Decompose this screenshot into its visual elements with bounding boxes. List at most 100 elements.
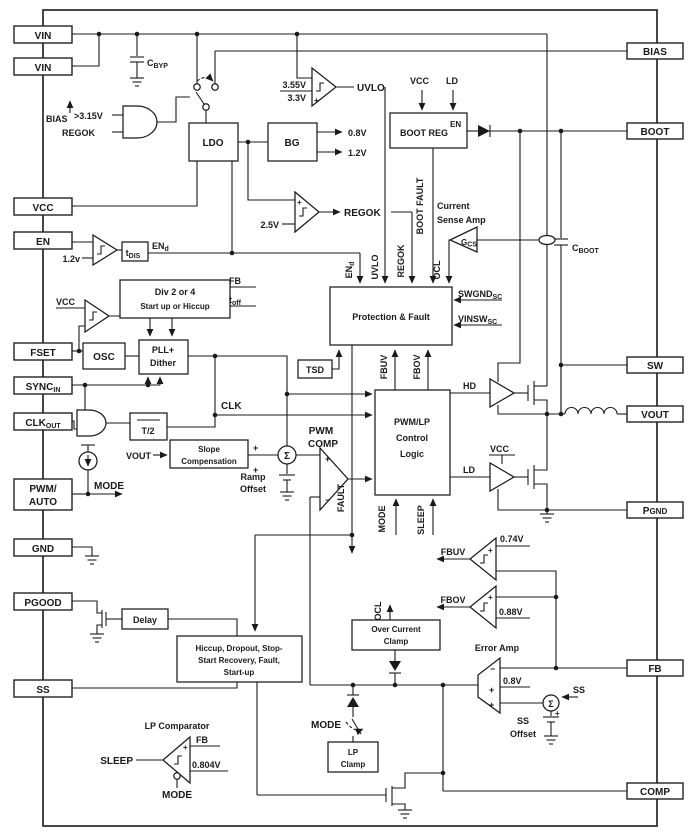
tsd-block: TSD	[297, 359, 333, 379]
svg-text:BIAS: BIAS	[643, 47, 667, 58]
svg-text:COMP: COMP	[640, 787, 670, 798]
svg-text:LDO: LDO	[202, 138, 223, 149]
svg-text:3.55V: 3.55V	[282, 80, 306, 90]
en-comparator	[92, 233, 119, 267]
svg-text:+: +	[488, 546, 493, 555]
wire-nets	[56, 33, 627, 810]
svg-text:+: +	[489, 700, 494, 710]
mode-switch	[345, 721, 364, 736]
pin-vin-1: VIN	[13, 25, 73, 44]
boot-reg-block: BOOT REG EN	[389, 112, 468, 149]
svg-text:>3.15V: >3.15V	[74, 111, 103, 121]
svg-text:Compensation: Compensation	[181, 457, 237, 466]
mode-current-source	[78, 451, 98, 471]
svg-text:VCC: VCC	[410, 76, 430, 86]
svg-text:REGOK: REGOK	[62, 128, 96, 138]
svg-text:tDIS: tDIS	[126, 248, 141, 260]
error-amp: − + +	[477, 656, 501, 715]
svg-text:BOOT FAULT: BOOT FAULT	[415, 177, 425, 234]
svg-text:Hiccup, Dropout, Stop-: Hiccup, Dropout, Stop-	[195, 644, 282, 653]
cbyp-label: CBYP	[147, 58, 168, 70]
svg-text:FB: FB	[229, 276, 241, 286]
osc-block: OSC	[82, 342, 126, 370]
and-gate-bias	[122, 105, 158, 139]
svg-text:Logic: Logic	[400, 449, 424, 459]
svg-text:PWM/: PWM/	[29, 484, 56, 495]
svg-text:UVLO: UVLO	[370, 254, 380, 279]
current-sense-amp	[448, 226, 556, 253]
svg-text:MODE: MODE	[94, 481, 124, 492]
pin-fb: FB	[626, 659, 684, 677]
svg-text:0.804V: 0.804V	[192, 760, 221, 770]
pin-comp: COMP	[626, 782, 684, 800]
t2-block: T/2	[129, 412, 168, 441]
svg-text:OSC: OSC	[93, 352, 115, 363]
svg-text:SS: SS	[36, 685, 50, 696]
en-d-label: ENd	[152, 241, 169, 253]
svg-text:GND: GND	[32, 544, 54, 555]
prot-en-d-label: ENd	[344, 262, 356, 279]
svg-text:Clamp: Clamp	[341, 760, 366, 769]
regok-comparator: +	[294, 190, 320, 234]
ground-symbols	[85, 77, 558, 819]
svg-text:TSD: TSD	[306, 365, 325, 375]
svg-text:T/2: T/2	[141, 426, 154, 436]
svg-text:3.3V: 3.3V	[287, 93, 306, 103]
input-select-switch	[193, 73, 219, 111]
svg-text:CLK: CLK	[221, 401, 242, 412]
svg-text:PWM: PWM	[309, 426, 333, 437]
svg-text:VCC: VCC	[32, 203, 53, 214]
svg-text:HD: HD	[463, 381, 476, 391]
fbuv-comparator: +	[469, 536, 497, 582]
fbov-comparator: +	[469, 584, 497, 630]
ld-gate-driver	[489, 461, 516, 493]
svg-text:Error Amp: Error Amp	[475, 643, 520, 653]
svg-text:+: +	[297, 198, 302, 207]
svg-text:0.8V: 0.8V	[348, 128, 367, 138]
pin-fset: FSET	[13, 342, 73, 361]
svg-text:VOUT: VOUT	[641, 410, 669, 421]
hiccup-block: Hiccup, Dropout, Stop- Start Recovery, F…	[176, 635, 303, 683]
svg-text:1.2V: 1.2V	[348, 148, 367, 158]
svg-text:2.5V: 2.5V	[260, 220, 279, 230]
occ-diode	[389, 661, 401, 671]
pin-boot: BOOT	[626, 122, 684, 140]
svg-text:+: +	[488, 593, 493, 602]
svg-text:SS: SS	[517, 716, 529, 726]
svg-text:SLEEP: SLEEP	[416, 505, 426, 535]
delay-block: Delay	[121, 608, 169, 630]
svg-text:1.2v: 1.2v	[62, 254, 80, 264]
svg-text:CLKOUT: CLKOUT	[25, 418, 61, 430]
ss-summer: Σ +	[542, 694, 560, 718]
svg-text:FB: FB	[196, 735, 208, 745]
pin-pwm-auto: PWM/AUTO	[13, 478, 73, 511]
pin-pgood: PGOOD	[13, 592, 73, 611]
pin-bias: BIAS	[626, 42, 684, 60]
vcc-comparator	[84, 298, 111, 334]
svg-text:VIN: VIN	[35, 31, 52, 42]
svg-text:Ramp: Ramp	[240, 472, 266, 482]
junction-dots	[76, 31, 564, 776]
svg-text:Clamp: Clamp	[384, 637, 409, 646]
svg-text:LP: LP	[348, 748, 359, 757]
svg-text:PLL+: PLL+	[152, 345, 174, 355]
svg-text:+: +	[555, 709, 560, 718]
sigma-summer: Σ	[277, 445, 297, 465]
svg-text:LD: LD	[446, 76, 458, 86]
pin-sync-in: SYNCIN	[13, 376, 73, 395]
svg-text:BOOT: BOOT	[641, 127, 670, 138]
svg-text:FBUV: FBUV	[441, 547, 466, 557]
svg-text:REGOK: REGOK	[344, 208, 381, 219]
pin-vcc: VCC	[13, 197, 73, 216]
and-gate-clk	[76, 409, 107, 437]
svg-text:AUTO: AUTO	[29, 497, 57, 508]
net-labels: CBYP BIAS >3.15V REGOK 3.55V 3.3V UVLO 0…	[46, 58, 599, 801]
svg-text:FBOV: FBOV	[440, 595, 465, 605]
over-current-clamp-block: Over Current Clamp	[351, 619, 441, 651]
svg-text:MODE: MODE	[162, 790, 192, 801]
svg-text:Offset: Offset	[240, 484, 266, 494]
ldo-block: LDO	[188, 122, 239, 162]
pwm-comparator: + −	[319, 446, 349, 512]
svg-text:+: +	[253, 443, 258, 453]
pin-pgnd: PGND	[626, 501, 684, 519]
